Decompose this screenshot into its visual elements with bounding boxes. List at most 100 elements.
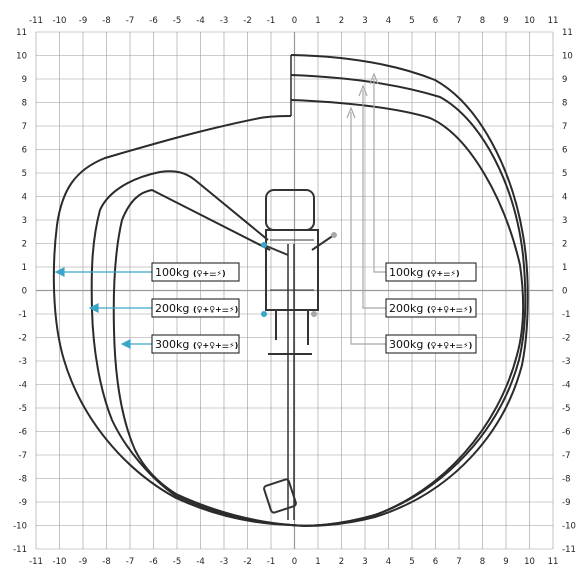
x-tick-bottom: 5 bbox=[409, 557, 414, 567]
label-weight-right-200kg: 200kg bbox=[389, 302, 423, 315]
y-tick-right: 6 bbox=[562, 146, 567, 156]
label-symbol-left-100kg: (♀+⚌⚡) bbox=[193, 269, 226, 278]
machine-arm bbox=[311, 234, 335, 251]
x-tick-bottom: -6 bbox=[149, 557, 157, 567]
y-tick-right: -5 bbox=[562, 404, 570, 414]
x-tick-bottom: -9 bbox=[79, 557, 87, 567]
x-tick-bottom: 3 bbox=[362, 557, 367, 567]
x-tick-top: 1 bbox=[315, 16, 320, 26]
machine-joint bbox=[261, 242, 267, 248]
y-tick-left: -10 bbox=[13, 522, 27, 532]
y-tick-right: 11 bbox=[562, 28, 573, 38]
y-tick-right: -1 bbox=[562, 310, 570, 320]
machine-chassis bbox=[265, 229, 319, 311]
label-symbol-right-300kg: (♀+♀+⚌⚡) bbox=[427, 341, 472, 350]
x-tick-top: 0 bbox=[292, 16, 297, 26]
x-tick-top: -4 bbox=[196, 16, 204, 26]
y-tick-right: 2 bbox=[562, 240, 567, 250]
x-tick-top: 3 bbox=[362, 16, 367, 26]
machine-arm bbox=[263, 244, 289, 256]
label-box-right-100kg bbox=[385, 262, 477, 282]
envelope-300kg bbox=[112, 99, 525, 527]
label-box-right-300kg bbox=[385, 334, 477, 354]
y-axis-right: 11 10 9 8 7 6 5 4 3 2 1 0 -1 -2 -3 -4 -5… bbox=[562, 28, 576, 555]
x-tick-bottom: 4 bbox=[386, 557, 391, 567]
right-arrowhead-300kg bbox=[346, 106, 356, 119]
y-tick-left: -1 bbox=[19, 310, 27, 320]
x-tick-bottom: 8 bbox=[480, 557, 485, 567]
x-tick-top: 8 bbox=[480, 16, 485, 26]
y-tick-right: -9 bbox=[562, 498, 570, 508]
label-weight-left-100kg: 100kg bbox=[155, 266, 189, 279]
x-tick-bottom: -8 bbox=[102, 557, 110, 567]
y-tick-right: 0 bbox=[562, 287, 567, 297]
y-tick-left: -6 bbox=[19, 428, 27, 438]
x-tick-bottom: 6 bbox=[433, 557, 438, 567]
x-tick-top: -7 bbox=[126, 16, 134, 26]
y-tick-right: 7 bbox=[562, 122, 567, 132]
label-symbol-left-200kg: (♀+♀+⚌⚡) bbox=[193, 305, 238, 314]
right-arrowhead-100kg bbox=[369, 72, 379, 85]
label-symbol-right-100kg: (♀+⚌⚡) bbox=[427, 269, 460, 278]
x-tick-top: 4 bbox=[386, 16, 391, 26]
x-tick-bottom: -1 bbox=[267, 557, 275, 567]
y-tick-left: 1 bbox=[22, 263, 27, 273]
x-tick-top: 6 bbox=[433, 16, 438, 26]
y-tick-left: -9 bbox=[19, 498, 27, 508]
label-box-left-100kg bbox=[151, 262, 240, 282]
y-tick-right: 4 bbox=[562, 193, 567, 203]
x-tick-top: -6 bbox=[149, 16, 157, 26]
label-box-left-200kg bbox=[151, 298, 240, 318]
right-arrow-100kg bbox=[373, 78, 386, 273]
right-labels: 100kg (♀+⚌⚡) 200kg (♀+♀+⚌⚡) 300kg (♀+♀+⚌… bbox=[385, 262, 477, 354]
label-weight-left-300kg: 300kg bbox=[155, 338, 189, 351]
x-tick-top: 9 bbox=[503, 16, 508, 26]
right-arrow-300kg bbox=[350, 112, 386, 345]
y-tick-right: -8 bbox=[562, 475, 570, 485]
x-tick-bottom: 11 bbox=[548, 557, 559, 567]
x-tick-bottom: 10 bbox=[524, 557, 535, 567]
x-tick-top: -2 bbox=[243, 16, 251, 26]
y-tick-right: -11 bbox=[562, 545, 576, 555]
y-tick-right: 9 bbox=[562, 75, 567, 85]
x-tick-top: 10 bbox=[524, 16, 535, 26]
label-weight-left-200kg: 200kg bbox=[155, 302, 189, 315]
y-tick-left: 9 bbox=[22, 75, 27, 85]
x-tick-bottom: 1 bbox=[315, 557, 320, 567]
y-tick-right: -7 bbox=[562, 451, 570, 461]
y-tick-left: 7 bbox=[22, 122, 27, 132]
label-symbol-left-300kg: (♀+♀+⚌⚡) bbox=[193, 341, 238, 350]
x-axis-bottom: -11 -10 -9 -8 -7 -6 -5 -4 -3 -2 -1 0 1 2… bbox=[29, 557, 558, 567]
left-arrowhead-100kg bbox=[54, 267, 65, 277]
label-weight-right-300kg: 300kg bbox=[389, 338, 423, 351]
left-arrows bbox=[54, 267, 152, 349]
x-tick-top: 7 bbox=[456, 16, 461, 26]
x-tick-top: 5 bbox=[409, 16, 414, 26]
right-arrowhead-200kg bbox=[358, 84, 368, 97]
label-weight-right-100kg: 100kg bbox=[389, 266, 423, 279]
machine-basket bbox=[263, 478, 297, 514]
label-box-left-300kg bbox=[151, 334, 240, 354]
y-tick-right: 5 bbox=[562, 169, 567, 179]
y-tick-left: 6 bbox=[22, 146, 27, 156]
x-tick-top: 11 bbox=[548, 16, 559, 26]
x-tick-bottom: 2 bbox=[339, 557, 344, 567]
y-tick-right: 3 bbox=[562, 216, 567, 226]
x-tick-bottom: 9 bbox=[503, 557, 508, 567]
y-tick-right: 10 bbox=[562, 52, 573, 62]
right-arrow-200kg bbox=[362, 90, 386, 309]
y-tick-left: -3 bbox=[19, 357, 27, 367]
y-tick-left: -8 bbox=[19, 475, 27, 485]
left-labels: 100kg (♀+⚌⚡) 200kg (♀+♀+⚌⚡) 300kg (♀+♀+⚌… bbox=[151, 262, 240, 354]
y-tick-left: -11 bbox=[13, 545, 27, 555]
machine-joint bbox=[331, 232, 337, 238]
x-tick-bottom: -2 bbox=[243, 557, 251, 567]
y-tick-left: 3 bbox=[22, 216, 27, 226]
x-tick-bottom: -7 bbox=[126, 557, 134, 567]
y-tick-right: 8 bbox=[562, 99, 567, 109]
y-tick-left: 4 bbox=[22, 193, 27, 203]
x-tick-top: -3 bbox=[220, 16, 228, 26]
y-tick-left: -7 bbox=[19, 451, 27, 461]
x-tick-top: -10 bbox=[53, 16, 67, 26]
y-tick-left: 0 bbox=[22, 287, 27, 297]
